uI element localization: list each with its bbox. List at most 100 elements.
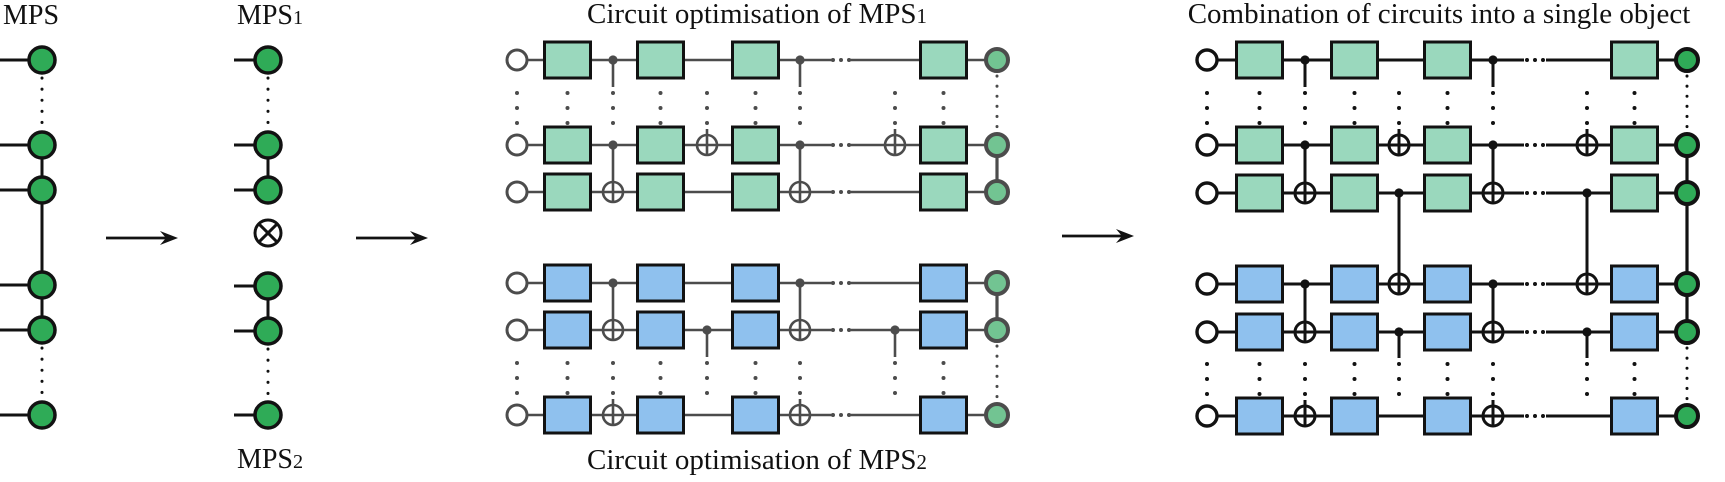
wire-ellipsis-dot (831, 328, 835, 332)
hidden-qubit-dot (1585, 121, 1589, 125)
input-state-circle (1195, 320, 1219, 344)
hidden-qubit-dot (705, 121, 709, 125)
wire-ellipsis-dot (839, 328, 843, 332)
cnot-control (795, 140, 805, 150)
input-state-circle (505, 403, 529, 427)
wire-ellipsis-dot (1525, 143, 1529, 147)
hidden-qubit-dot (515, 361, 519, 365)
hidden-qubit-dot (1303, 392, 1307, 396)
hidden-qubit-dot (798, 361, 802, 365)
unitary-box (1235, 264, 1284, 304)
tensor-node (27, 130, 57, 160)
unitary-box (543, 40, 592, 80)
cnot-target (788, 180, 812, 204)
input-state-circle (1195, 181, 1219, 205)
flow-arrow-icon (106, 231, 178, 245)
output-node (1674, 180, 1700, 206)
unitary-box (1610, 40, 1659, 80)
hidden-qubit-dot (1632, 91, 1637, 95)
unitary-box (1423, 40, 1472, 80)
output-node (984, 270, 1010, 296)
hidden-qubit-dot (1397, 392, 1401, 396)
hidden-qubit-dot (893, 106, 897, 110)
label-mps1: MPS1 (225, 0, 315, 34)
wire-ellipsis-dot (839, 190, 843, 194)
label-mps2-text: MPS (236, 444, 293, 475)
cnot-target (601, 180, 625, 204)
hidden-qubit-dot (1491, 377, 1495, 381)
hidden-qubit-dot (1352, 377, 1357, 381)
unitary-box (543, 125, 592, 165)
wire-ellipsis-dot (1533, 282, 1537, 286)
hidden-qubit-dot (1352, 362, 1357, 366)
hidden-qubit-dot (1397, 362, 1401, 366)
cnot-control (1582, 188, 1592, 198)
title-combined-text: Combination of circuits into a single ob… (1187, 0, 1691, 30)
hidden-qubit-dot (565, 91, 570, 95)
title-circuit-optimisation-mps2: Circuit optimisation of MPS2 (507, 444, 1007, 478)
wire-ellipsis-dot (1525, 330, 1529, 334)
hidden-qubit-dot (611, 121, 615, 125)
unitary-box (731, 172, 780, 212)
title-circuit-optimisation-mps1: Circuit optimisation of MPS1 (507, 0, 1007, 32)
hidden-qubit-dot (1303, 91, 1307, 95)
cnot-target (695, 133, 719, 157)
unitary-box (1330, 396, 1379, 436)
wire-ellipsis-dot (831, 190, 835, 194)
hidden-qubit-dot (658, 91, 663, 95)
cnot-control (1488, 140, 1498, 150)
wire-ellipsis-dot (1525, 282, 1529, 286)
hidden-qubit-dot (705, 106, 709, 110)
hidden-qubit-dot (515, 106, 519, 110)
wire-ellipsis-dot (1533, 191, 1537, 195)
hidden-qubit-dot (753, 106, 758, 110)
cnot-control (1300, 55, 1310, 65)
cnot-control (1582, 327, 1592, 337)
cnot-target (1575, 133, 1599, 157)
unitary-box (731, 40, 780, 80)
wire-ellipsis-dot (1541, 191, 1545, 195)
hidden-qubit-dot (1257, 106, 1262, 110)
hidden-qubit-dot (1205, 392, 1209, 396)
hidden-qubit-dot (1303, 121, 1307, 125)
wire-ellipsis-dot (831, 413, 835, 417)
tensor-product-icon (253, 218, 283, 248)
wire-ellipsis-dot (1525, 58, 1529, 62)
wire-ellipsis-dot (847, 58, 851, 62)
unitary-box (1235, 125, 1284, 165)
output-node (1674, 132, 1700, 158)
unitary-box (919, 40, 968, 80)
hidden-qubit-dot (893, 121, 897, 125)
hidden-qubit-dot (565, 361, 570, 365)
output-node (1674, 271, 1700, 297)
unitary-box (636, 310, 685, 350)
hidden-qubit-dot (1303, 106, 1307, 110)
hidden-qubit-dot (941, 91, 946, 95)
hidden-qubit-dot (515, 376, 519, 380)
unitary-box (919, 125, 968, 165)
hidden-qubit-dot (941, 106, 946, 110)
hidden-qubit-dot (1585, 106, 1589, 110)
hidden-qubit-dot (1257, 91, 1262, 95)
hidden-qubit-dot (1205, 121, 1209, 125)
hidden-qubit-dot (515, 91, 519, 95)
output-node (984, 179, 1010, 205)
unitary-box (919, 263, 968, 303)
tensor-node (27, 270, 57, 300)
output-node (1674, 47, 1700, 73)
arrow-head (160, 231, 178, 245)
unitary-box (919, 310, 968, 350)
unitary-box (636, 172, 685, 212)
unitary-box (1423, 125, 1472, 165)
cnot-target (1293, 181, 1317, 205)
hidden-qubit-dot (1352, 91, 1357, 95)
hidden-qubit-dot (1257, 362, 1262, 366)
unitary-box (1610, 312, 1659, 352)
wire-ellipsis-dot (1525, 414, 1529, 418)
wire-ellipsis-dot (839, 58, 843, 62)
hidden-qubit-dot (798, 376, 802, 380)
input-state-circle (505, 271, 529, 295)
hidden-qubit-dot (753, 361, 758, 365)
circuit-opt-mps2 (505, 263, 1010, 435)
